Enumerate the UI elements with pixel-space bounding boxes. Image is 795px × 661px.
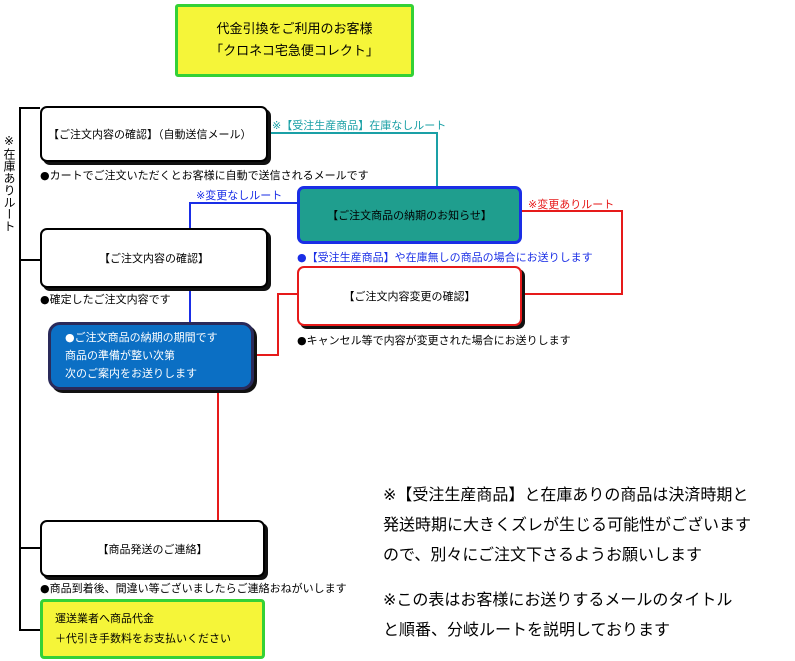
footnote-2-line2: と順番、分岐ルートを説明しております — [383, 620, 671, 639]
order-confirm-auto-box: 【ご注文内容の確認】（自動送信メール） — [40, 106, 268, 162]
with-change-route-label: ※変更ありルート — [528, 198, 615, 211]
shipping-notice-box: 【商品発送のご連絡】 — [40, 520, 265, 577]
footnote-1: ※【受注生産商品】と在庫ありの商品は決済時期と 発送時期に大きくズレが生じる可能… — [383, 483, 751, 567]
in-stock-route-label: ※在庫ありルート — [2, 134, 16, 232]
change-to-period-line — [254, 293, 297, 356]
payment-line1: 運送業者へ商品代金 — [55, 612, 154, 625]
made-to-order-note: ●【受注生産商品】や在庫無しの商品の場合にお送りします — [297, 249, 593, 265]
title-box: 代金引換をご利用のお客様 「クロネコ宅急便コレクト」 — [175, 4, 414, 77]
title-line1: 代金引換をご利用のお客様 — [216, 21, 373, 37]
auto-mail-note: ●カートでご注文いただくとお客様に自動で送信されるメールです — [40, 169, 369, 182]
order-change-confirm-label: 【ご注文内容変更の確認】 — [343, 290, 476, 303]
payment-box: 運送業者へ商品代金 ＋代引き手数料をお支払いください — [40, 599, 265, 659]
delivery-notice-box: 【ご注文商品の納期のお知らせ】 — [297, 186, 522, 244]
order-confirm-box: 【ご注文内容の確認】 — [40, 228, 268, 288]
payment-line2: ＋代引き手数料をお支払いください — [55, 632, 231, 645]
delivery-period-box: ●ご注文商品の納期の期間です 商品の準備が整い次第 次のご案内をお送りします — [48, 322, 254, 390]
in-stock-route-line — [19, 107, 40, 631]
title-line2: 「クロネコ宅急便コレクト」 — [210, 43, 379, 59]
footnote-1-line3: ので、別々にご注文下さるようお願いします — [383, 545, 703, 564]
delivery-period-line1: ●ご注文商品の納期の期間です — [65, 331, 218, 344]
made-to-order-note-text: ●【受注生産商品】や在庫無しの商品の場合にお送りします — [297, 251, 593, 264]
footnote-2: ※この表はお客様にお送りするメールのタイトル と順番、分岐ルートを説明しておりま… — [383, 588, 732, 642]
footnote-1-line2: 発送時期に大きくズレが生じる可能性がございます — [383, 515, 752, 534]
order-confirm-label: 【ご注文内容の確認】 — [99, 252, 209, 265]
order-confirm-auto-label: 【ご注文内容の確認】（自動送信メール） — [48, 128, 252, 141]
delivery-period-line3: 次のご案内をお送りします — [65, 367, 197, 380]
footnote-2-line1: ※この表はお客様にお送りするメールのタイトル — [383, 590, 733, 609]
shipping-notice-label: 【商品発送のご連絡】 — [97, 542, 208, 556]
delivery-notice-label: 【ご注文商品の納期のお知らせ】 — [327, 209, 492, 222]
no-stock-route-line — [268, 132, 438, 186]
no-change-route-label: ※変更なしルート — [196, 189, 283, 202]
confirmed-order-note: ●確定したご注文内容です — [40, 293, 171, 306]
with-change-route-line — [522, 210, 623, 295]
arrival-note: ●商品到着後、間違い等ございましたらご連絡おねがいします — [40, 582, 347, 595]
cancel-change-note: ●キャンセル等で内容が変更された場合にお送りします — [297, 334, 571, 347]
order-change-confirm-box: 【ご注文内容変更の確認】 — [297, 266, 522, 326]
no-change-route-line — [189, 202, 297, 228]
delivery-period-line2: 商品の準備が整い次第 — [65, 349, 175, 362]
no-stock-route-label: ※【受注生産商品】在庫なしルート — [272, 119, 447, 132]
footnote-1-line1: ※【受注生産商品】と在庫ありの商品は決済時期と — [383, 485, 749, 504]
